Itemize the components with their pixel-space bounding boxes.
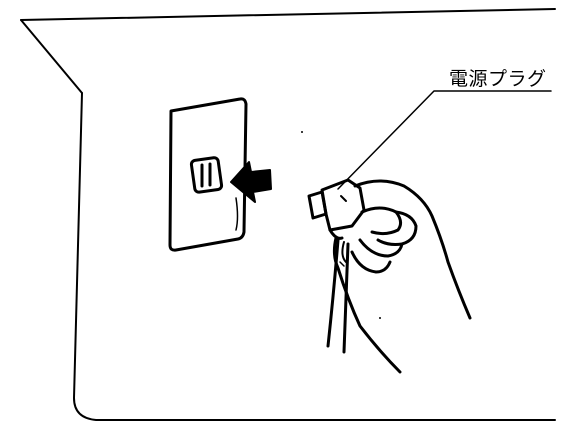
hand-icon bbox=[332, 179, 472, 374]
wall-panel bbox=[20, 8, 556, 421]
power-cord-icon bbox=[326, 238, 350, 354]
wall-top-edge bbox=[20, 8, 556, 21]
finger-1 bbox=[376, 210, 418, 246]
insert-arrow-icon bbox=[230, 161, 272, 203]
wall-corner-edge bbox=[20, 19, 83, 94]
outlet-plate bbox=[168, 97, 248, 252]
finger-2 bbox=[358, 238, 404, 258]
speck bbox=[301, 131, 303, 133]
hand-lower-edge bbox=[332, 236, 402, 374]
speck bbox=[379, 317, 381, 319]
plug-body bbox=[320, 178, 366, 232]
finger-3 bbox=[350, 250, 392, 274]
power-plug-icon bbox=[307, 178, 366, 240]
power-plug-label: 電源プラグ bbox=[449, 68, 547, 90]
wall-left-bottom-edge bbox=[73, 92, 556, 421]
cord-left bbox=[326, 238, 340, 348]
thumb bbox=[360, 206, 403, 236]
finger-4 bbox=[341, 241, 347, 263]
hand-upper-edge bbox=[353, 179, 472, 320]
callout-leader-line bbox=[337, 90, 552, 190]
plug-mark bbox=[340, 195, 347, 202]
outlet-socket bbox=[189, 156, 224, 194]
wall-outlet-icon bbox=[168, 97, 248, 252]
speck-marks bbox=[251, 131, 381, 319]
speck bbox=[251, 195, 253, 197]
cord-right bbox=[342, 242, 350, 354]
outlet-plate-shadow bbox=[235, 197, 239, 231]
cord-mark bbox=[339, 261, 345, 267]
